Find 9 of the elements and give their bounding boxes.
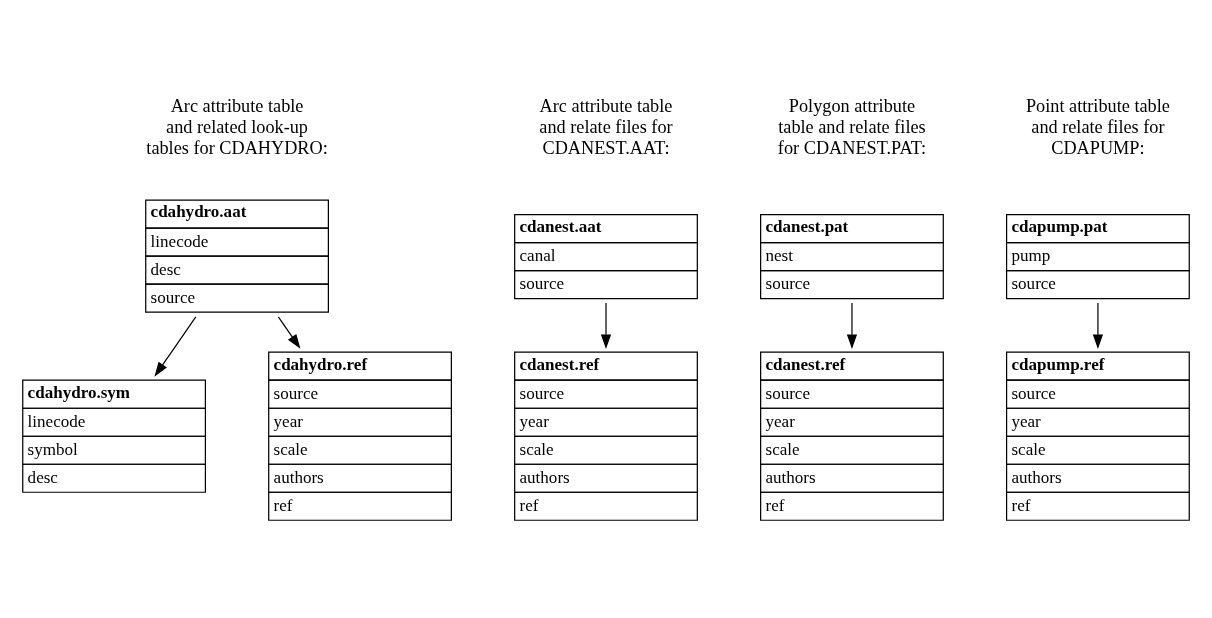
label: Point attribute table and relate files for CDAPUMP: <box>1025 96 1170 158</box>
label: Arc attribute table and related look-up tables for CDAHYDRO: <box>146 96 328 158</box>
arrow <box>846 302 858 350</box>
label: Polygon attribute table and relate files for CDANEST.PAT: <box>777 96 927 158</box>
arrow <box>154 316 197 377</box>
arrow <box>277 316 301 349</box>
arrow <box>600 302 612 350</box>
arrow <box>1092 302 1104 350</box>
label: Arc attribute table and relate files for CDANEST.AAT: <box>539 96 673 158</box>
